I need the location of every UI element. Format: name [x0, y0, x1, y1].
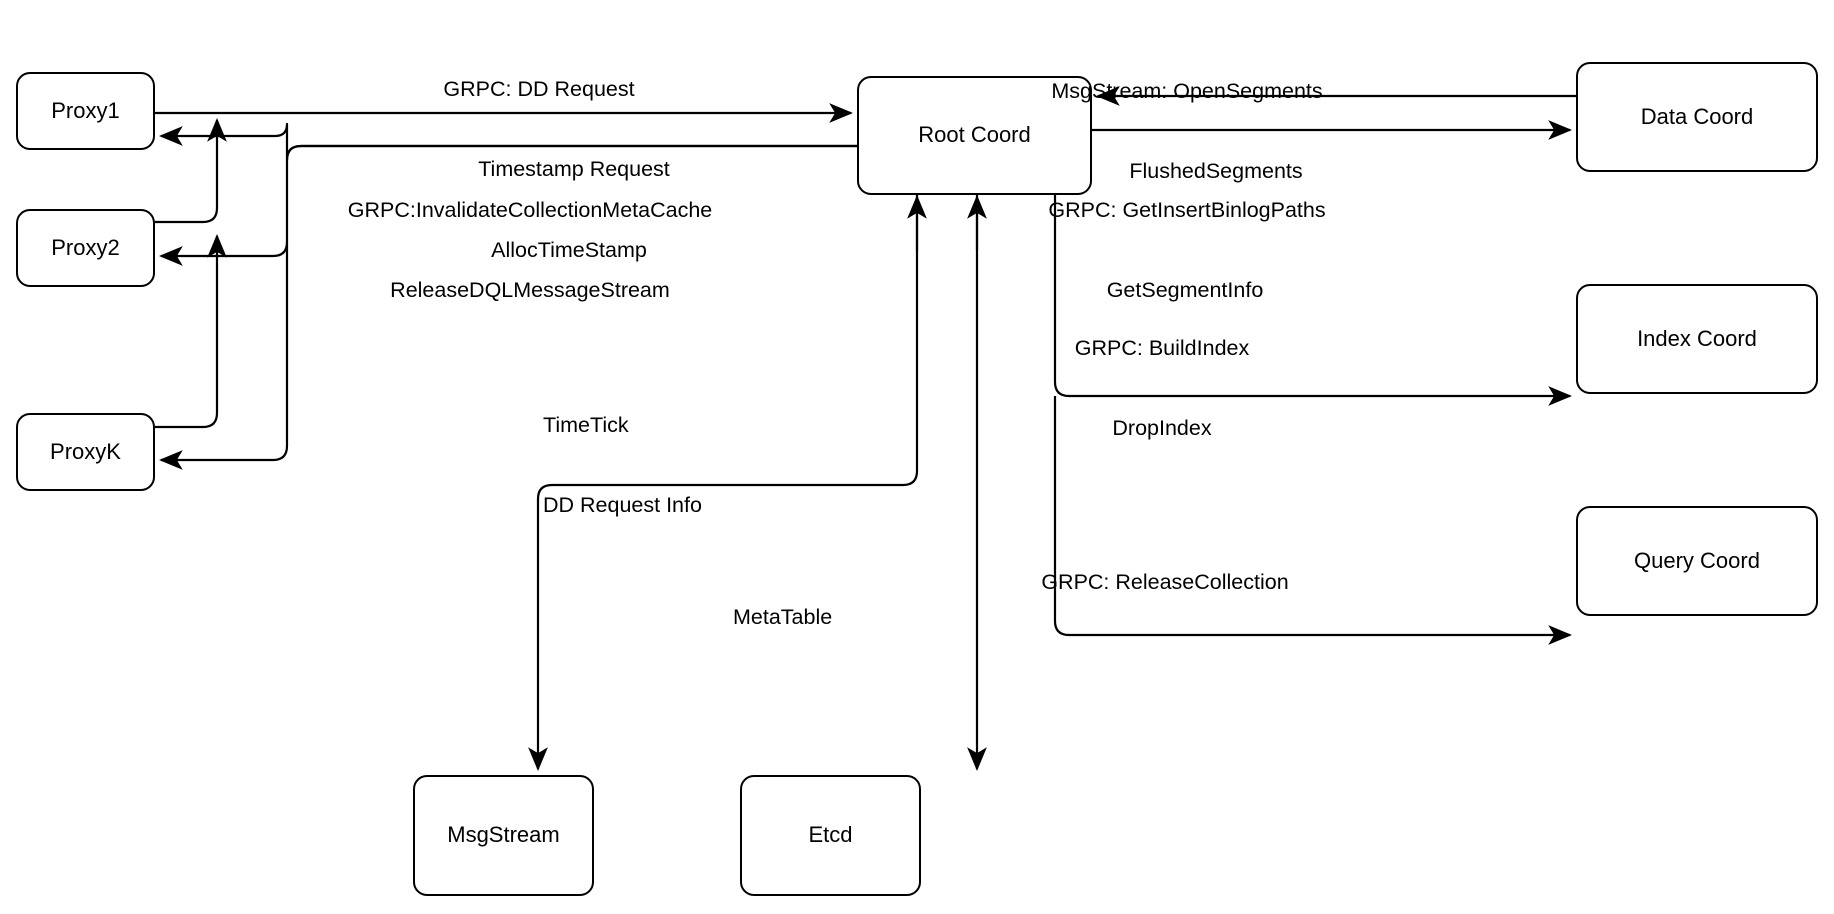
edge-proxyk-to-rootcoord	[155, 234, 227, 429]
node-etcd[interactable]: Etcd	[740, 775, 921, 896]
edge-label-root-to-etcd-line1: MetaTable	[733, 604, 833, 629]
edge-label-root-to-datacoord-line1: GRPC: GetInsertBinlogPaths	[1048, 197, 1326, 222]
node-root-coord-label: Root Coord	[918, 122, 1031, 148]
node-data-coord[interactable]: Data Coord	[1576, 62, 1818, 172]
edge-label-proxy-to-root: GRPC: DD Request Timestamp Request Alloc…	[340, 22, 760, 318]
edge-label-root-to-indexcoord-line1: GRPC: BuildIndex	[1074, 335, 1250, 360]
edge-label-proxy-to-root-line1: GRPC: DD Request	[443, 76, 635, 101]
edge-label-root-to-querycoord: GRPC: ReleaseCollection	[1000, 515, 1330, 649]
edge-label-root-to-proxy-line2: ReleaseDQLMessageStream	[390, 278, 670, 303]
edge-label-datacoord-to-root-line1: MsgStream: OpenSegments	[1051, 78, 1323, 103]
node-proxyk-label: ProxyK	[50, 438, 121, 464]
edge-label-root-to-indexcoord: GRPC: BuildIndex DropIndex	[1000, 281, 1330, 496]
edge-rootcoord-right-trunk	[1053, 195, 1572, 406]
edge-label-datacoord-to-root-line2: FlushedSegments	[1129, 159, 1303, 184]
edge-label-root-to-etcd: MetaTable	[733, 550, 953, 684]
edge-label-proxy-to-root-line3: AllocTimeStamp	[491, 238, 647, 262]
edge-label-proxy-to-root-line2: Timestamp Request	[478, 157, 670, 182]
edge-rootcoord-to-msgstream	[528, 195, 919, 771]
edge-rootcoord-proxy-trunk	[159, 144, 857, 470]
edge-label-root-to-indexcoord-line2: DropIndex	[1112, 416, 1212, 441]
edge-rootcoord-to-proxy2	[159, 241, 289, 266]
edge-label-root-to-proxy-line1: GRPC:InvalidateCollectionMetaCache	[347, 197, 713, 222]
node-data-coord-label: Data Coord	[1640, 103, 1754, 129]
node-etcd-label: Etcd	[808, 822, 853, 848]
edge-label-root-to-proxy: GRPC:InvalidateCollectionMetaCache Relea…	[320, 143, 740, 358]
edge-rootcoord-to-querycoord	[1053, 396, 1572, 645]
edge-label-root-to-msgstream: TimeTick DD Request Info	[543, 358, 843, 573]
node-index-coord[interactable]: Index Coord	[1576, 284, 1818, 394]
node-proxy2[interactable]: Proxy2	[16, 209, 155, 287]
node-proxy2-label: Proxy2	[51, 234, 120, 260]
node-proxy1[interactable]: Proxy1	[16, 72, 155, 150]
edge-label-root-to-msgstream-line1: TimeTick	[543, 412, 629, 437]
edge-label-root-to-querycoord-line1: GRPC: ReleaseCollection	[1041, 569, 1289, 594]
node-proxyk[interactable]: ProxyK	[16, 413, 155, 491]
node-msgstream-label: MsgStream	[447, 822, 560, 848]
edge-label-root-to-datacoord: GRPC: GetInsertBinlogPaths GetSegmentInf…	[960, 143, 1420, 358]
node-query-coord-label: Query Coord	[1634, 547, 1760, 573]
edge-label-root-to-datacoord-line2: GetSegmentInfo	[1106, 278, 1264, 303]
node-query-coord[interactable]: Query Coord	[1576, 506, 1818, 616]
edge-proxy2-to-rootcoord	[155, 118, 227, 224]
node-root-coord[interactable]: Root Coord	[857, 76, 1092, 195]
node-msgstream[interactable]: MsgStream	[413, 775, 594, 896]
node-proxy1-label: Proxy1	[51, 97, 120, 123]
node-index-coord-label: Index Coord	[1637, 325, 1757, 351]
edge-label-root-to-msgstream-line2: DD Request Info	[543, 493, 702, 518]
